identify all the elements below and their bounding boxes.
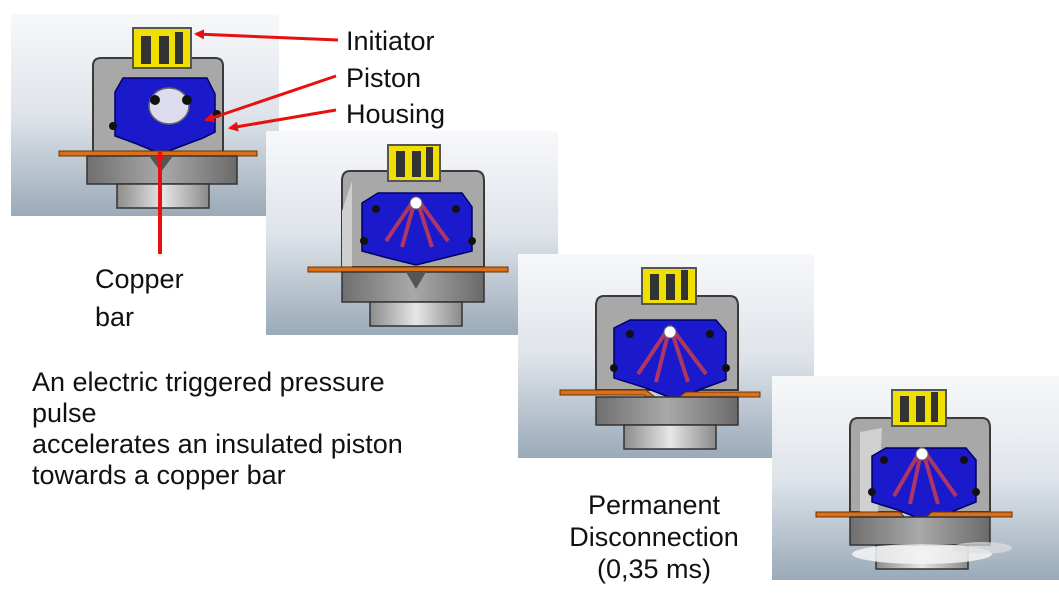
- initiator-arrow: [196, 34, 338, 40]
- label-initiator: Initiator: [346, 26, 435, 57]
- housing-arrow: [230, 110, 336, 128]
- description-line-3: accelerates an insulated piston: [32, 429, 403, 460]
- label-copper-line2: bar: [95, 302, 134, 333]
- description-line-1: An electric triggered pressure: [32, 367, 403, 398]
- label-piston: Piston: [346, 63, 421, 94]
- label-housing: Housing: [346, 99, 445, 130]
- result-line-1: Permanent: [548, 489, 760, 521]
- result-line-3: (0,35 ms): [548, 553, 760, 585]
- result-line-2: Disconnection: [548, 521, 760, 553]
- description-line-2: pulse: [32, 398, 403, 429]
- result-text: Permanent Disconnection (0,35 ms): [548, 489, 760, 585]
- description-line-4: towards a copper bar: [32, 460, 403, 491]
- description-text: An electric triggered pressure pulse acc…: [32, 367, 403, 491]
- label-copper-line1: Copper: [95, 264, 184, 295]
